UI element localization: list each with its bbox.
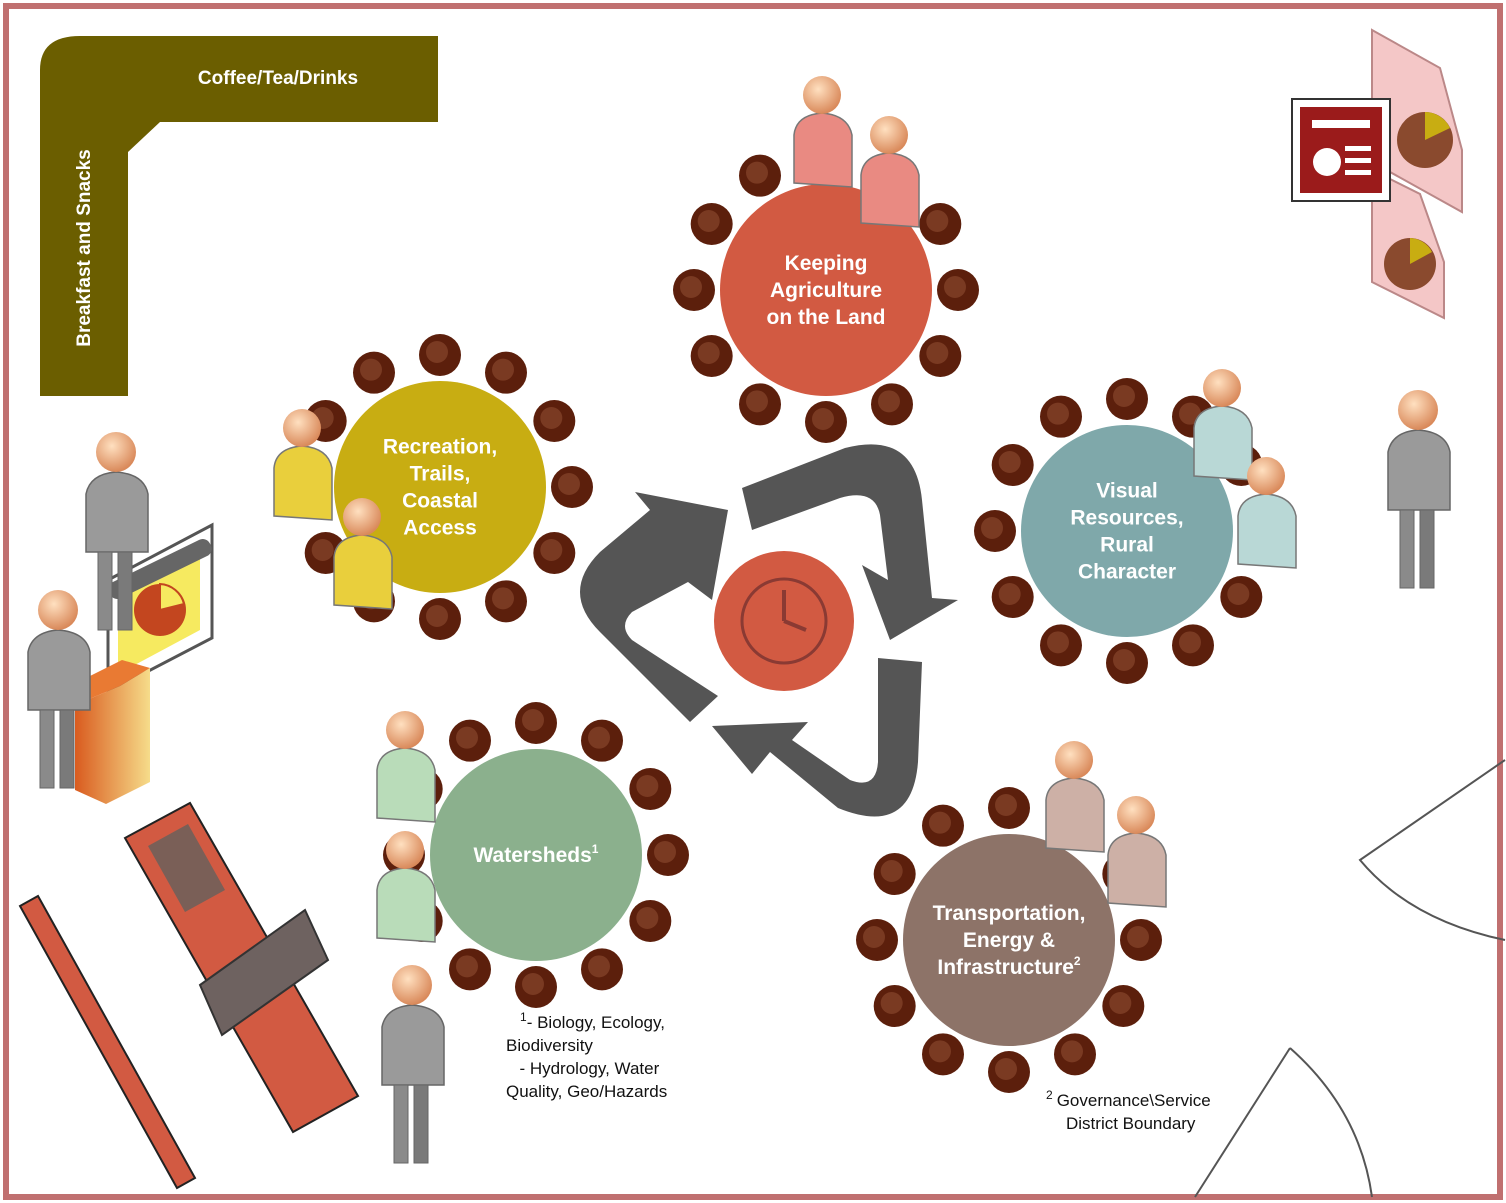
person [1237,457,1297,569]
attendees [27,390,1451,1164]
person [273,409,333,521]
standing-person [381,965,445,1164]
table-label: Keeping [785,252,868,275]
person [1107,796,1167,908]
footnote-two-line-2: District Boundary [1066,1114,1196,1133]
footnote-one-line-1: - Biology, Ecology, [527,1013,665,1032]
person [860,116,920,228]
footnote-two: 2 Governance\Service District Boundary [1046,1088,1211,1133]
refreshment-counter: Coffee/Tea/Drinks Breakfast and Snacks [40,36,438,396]
person [376,831,436,943]
clock-icon [714,551,854,691]
standing-person [27,590,91,789]
footnote-one-marker: 1 [520,1010,527,1024]
table-label: Resources, [1070,507,1183,530]
podium [75,660,150,804]
table-top [334,381,546,593]
rotation-arrows-icon [580,444,958,817]
food-label: Breakfast and Snacks [74,149,95,347]
person [793,76,853,188]
person [376,711,436,823]
svg-text:1- Biology, Ecology,: 1- Biology, Ecology, [520,1010,665,1032]
footnote-two-marker: 2 [1046,1088,1053,1102]
standing-person [85,432,149,631]
table-label: Agriculture [770,279,882,302]
table-top [903,834,1115,1046]
footnote-one-line-4: Quality, Geo/Hazards [506,1082,667,1101]
table-label: on the Land [767,306,886,329]
table-transportation: Transportation, Energy &Infrastructure2 [856,741,1167,1093]
table-label: Watersheds1 [474,842,599,867]
table-label: Recreation, [383,436,497,459]
footnote-one-line-2: Biodiversity [506,1036,593,1055]
footnote-one-line-3: - Hydrology, Water [510,1059,660,1078]
footnote-one: 1- Biology, Ecology, Biodiversity - Hydr… [506,1010,667,1101]
presenter-station [75,522,214,804]
table-watersheds: Watersheds1 [376,702,689,1008]
projection-screen [106,522,214,695]
table-top [430,749,642,961]
table-label: Trails, [410,463,471,486]
table-label: Coastal [402,490,478,513]
table-label: Rural [1100,534,1154,557]
drinks-label: Coffee/Tea/Drinks [198,68,358,89]
door-swings [1194,759,1506,1198]
table-label: Character [1078,561,1176,584]
person [333,498,393,610]
table-label: Access [403,517,477,540]
table-label: Infrastructure2 [937,954,1081,979]
footnote-two-line-1: Governance\Service [1057,1091,1211,1110]
footnote-ref: 1 [592,842,599,856]
person [1193,369,1253,481]
person [1045,741,1105,853]
standing-person [1387,390,1451,589]
projector-table [18,801,360,1190]
table-label: Transportation, [933,902,1086,925]
table-top [1021,425,1233,637]
table-label: Visual [1096,480,1157,503]
presentation-slides-icon [1291,28,1463,320]
table-label: Energy & [963,929,1055,952]
footnote-ref: 2 [1074,954,1081,968]
table-top [720,184,932,396]
